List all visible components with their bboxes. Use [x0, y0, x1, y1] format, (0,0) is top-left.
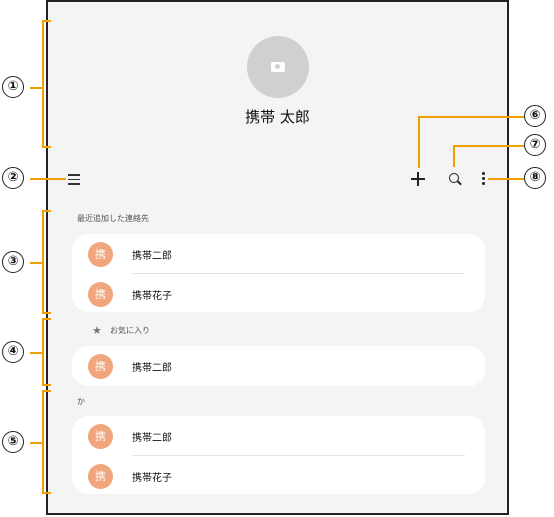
contact-name: 携帯花子 [132, 473, 172, 484]
hamburger-menu-icon[interactable] [68, 174, 80, 185]
callout-bracket-1 [42, 20, 51, 148]
contact-avatar: 携 [88, 282, 113, 307]
callout-line-1 [30, 87, 42, 89]
callout-badge-4: ④ [2, 341, 24, 363]
camera-icon [271, 62, 285, 72]
contact-name: 携帯二郎 [132, 251, 172, 262]
callout-bracket-4 [42, 318, 51, 386]
contact-avatar: 携 [88, 464, 113, 489]
contact-avatar: 携 [88, 354, 113, 379]
contact-row[interactable]: 携 携帯二郎 [72, 346, 485, 386]
contact-name: 携帯二郎 [132, 363, 172, 374]
contact-name: 携帯二郎 [132, 433, 172, 444]
contact-avatar: 携 [88, 242, 113, 267]
profile-avatar[interactable] [247, 36, 309, 98]
callout-line-4 [30, 352, 42, 354]
contact-row[interactable]: 携 携帯二郎 [72, 234, 485, 274]
callout-badge-1: ① [2, 76, 24, 98]
contact-row[interactable]: 携 携帯花子 [72, 456, 485, 496]
section-header-ka: か [77, 397, 85, 406]
ka-contacts-card: 携 携帯二郎 携 携帯花子 [72, 416, 485, 494]
callout-line-5 [30, 442, 42, 444]
callout-line-3 [30, 262, 42, 264]
more-vert-icon[interactable] [482, 172, 485, 185]
callout-badge-2: ② [2, 167, 24, 189]
callout-bracket-3 [42, 210, 51, 314]
search-icon[interactable] [449, 173, 462, 186]
callout-badge-3: ③ [2, 251, 24, 273]
profile-name[interactable]: 携帯 太郎 [245, 108, 310, 126]
plus-icon[interactable] [411, 172, 425, 186]
callout-badge-7: ⑦ [524, 134, 546, 156]
callout-line-6v [418, 116, 420, 168]
callout-line-6h [418, 116, 524, 118]
callout-badge-8: ⑧ [524, 167, 546, 189]
contact-row[interactable]: 携 携帯花子 [72, 274, 485, 314]
section-header-recent: 最近追加した連絡先 [77, 214, 149, 223]
callout-line-7h [453, 145, 524, 147]
callout-badge-6: ⑥ [524, 105, 546, 127]
row-divider [132, 273, 465, 274]
contacts-screen: 携帯 太郎 最近追加した連絡先 携 携帯二郎 携 携帯花子 ★ お気に入り 携 … [46, 0, 509, 515]
callout-bracket-5 [42, 390, 51, 494]
star-icon: ★ [92, 324, 102, 337]
section-header-favorites: お気に入り [110, 326, 150, 335]
callout-line-8 [488, 178, 524, 180]
contact-avatar: 携 [88, 424, 113, 449]
callout-line-2 [30, 178, 66, 180]
favorites-card: 携 携帯二郎 [72, 346, 485, 386]
recent-contacts-card: 携 携帯二郎 携 携帯花子 [72, 234, 485, 312]
contact-row[interactable]: 携 携帯二郎 [72, 416, 485, 456]
callout-badge-5: ⑤ [2, 431, 24, 453]
contact-name: 携帯花子 [132, 291, 172, 302]
row-divider [132, 455, 465, 456]
callout-line-7v [453, 145, 455, 167]
